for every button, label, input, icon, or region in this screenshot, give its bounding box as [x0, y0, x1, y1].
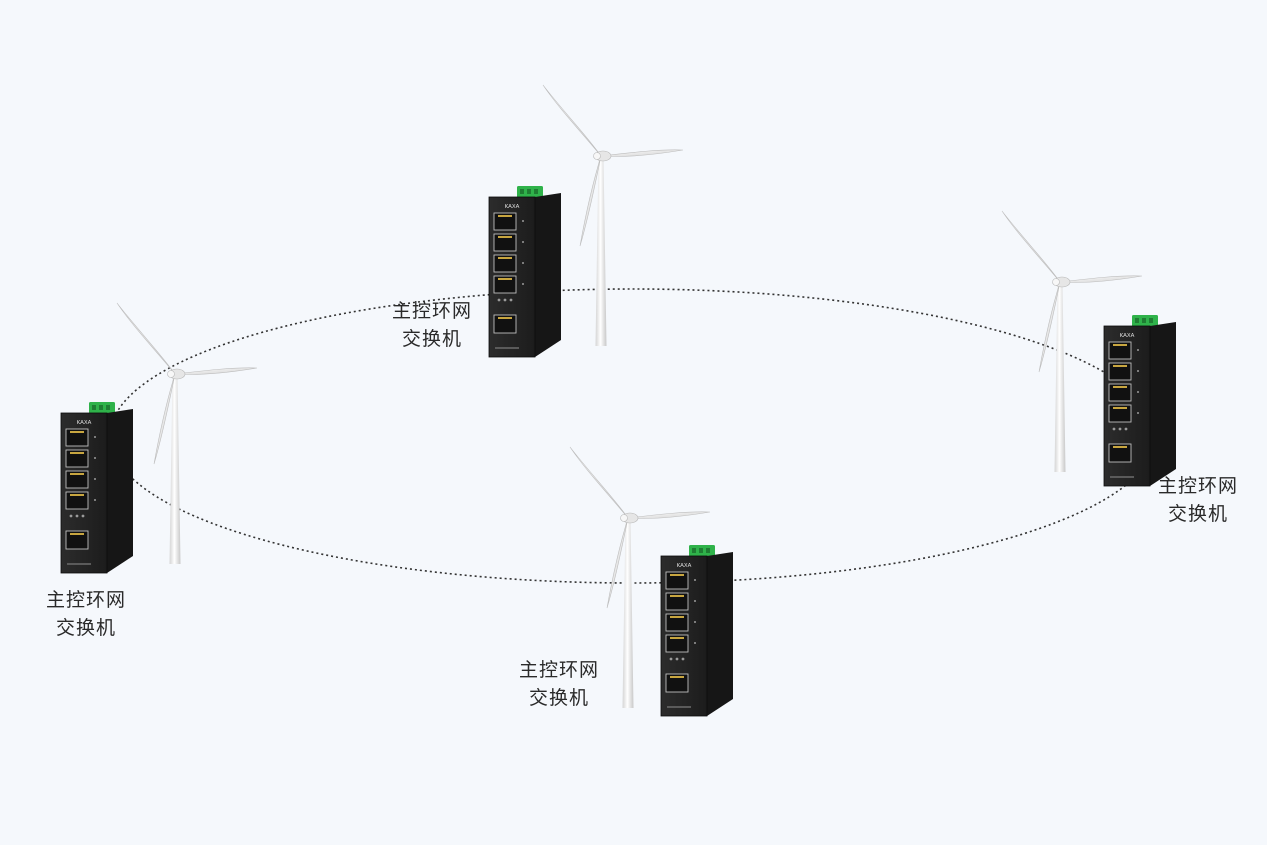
label-left-line1: 主控环网	[45, 589, 126, 611]
label-bottom-line1: 主控环网	[518, 659, 599, 681]
wind-turbine-top-icon	[542, 84, 684, 347]
wind-turbine-left-icon	[116, 302, 258, 565]
label-top-line1: 主控环网	[391, 300, 472, 322]
label-bottom-switch: 主控环网 交换机	[494, 656, 624, 712]
label-right-switch: 主控环网 交换机	[1133, 472, 1263, 528]
label-left-switch: 主控环网 交换机	[21, 586, 151, 642]
switch-left-icon	[60, 401, 134, 574]
label-right-line2: 交换机	[1167, 503, 1228, 525]
label-right-line1: 主控环网	[1157, 475, 1238, 497]
label-bottom-line2: 交换机	[528, 687, 589, 709]
label-top-line2: 交换机	[401, 328, 462, 350]
switch-top-icon	[488, 185, 562, 358]
label-left-line2: 交换机	[55, 617, 116, 639]
switch-right-icon	[1103, 314, 1177, 487]
ring-connection-line	[109, 288, 1157, 584]
label-top-switch: 主控环网 交换机	[367, 297, 497, 353]
switch-bottom-icon	[660, 544, 734, 717]
